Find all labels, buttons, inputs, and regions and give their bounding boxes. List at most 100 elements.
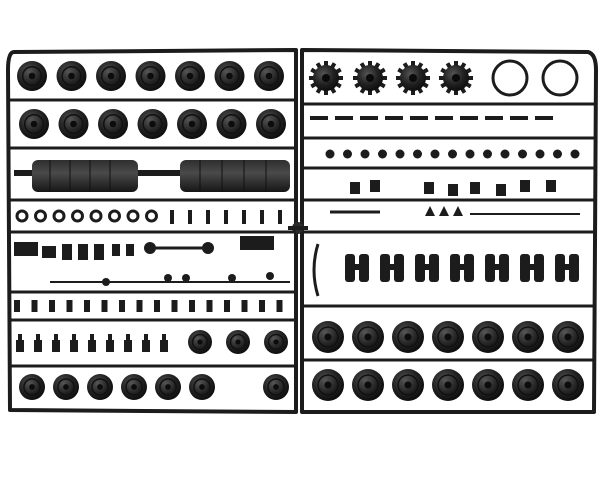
road-wheel <box>226 330 250 354</box>
plate-part <box>240 236 274 250</box>
small-part <box>453 206 463 216</box>
road-wheel <box>121 374 147 400</box>
small-post <box>170 210 174 224</box>
road-wheel <box>19 109 49 139</box>
bracket <box>94 244 104 260</box>
small-bolt <box>343 149 352 159</box>
small-part <box>241 300 248 312</box>
small-bolt <box>465 149 475 159</box>
road-wheel <box>512 321 544 353</box>
link-part <box>335 116 353 120</box>
suspension-arm <box>380 254 404 282</box>
track-tool <box>106 334 114 352</box>
sprocket <box>439 61 473 95</box>
track-tool <box>142 334 150 352</box>
road-wheel <box>472 369 504 401</box>
road-wheel <box>58 109 89 139</box>
road-wheel <box>214 61 245 91</box>
sprocket-wheels <box>309 61 473 95</box>
small-ring <box>52 209 66 223</box>
link-part <box>385 116 403 120</box>
road-wheel <box>216 109 247 139</box>
small-part <box>370 180 380 192</box>
small-part <box>520 180 530 192</box>
road-wheel <box>177 109 207 139</box>
link-part <box>435 116 453 120</box>
small-bolt <box>535 149 545 159</box>
small-bolt <box>518 149 527 159</box>
small-bolt <box>325 149 335 159</box>
small-part <box>101 300 108 312</box>
road-wheel <box>432 321 464 353</box>
track-rings <box>491 59 579 97</box>
road-wheel <box>392 321 424 353</box>
small-part <box>206 300 213 312</box>
road-wheel <box>19 374 45 400</box>
bracket <box>126 244 134 256</box>
road-wheels-left-bottom <box>19 330 289 400</box>
road-wheel <box>155 374 181 400</box>
left-runners <box>10 98 296 368</box>
small-part <box>154 300 160 312</box>
road-wheel <box>189 374 215 400</box>
road-wheel <box>552 369 584 401</box>
small-part <box>224 300 230 312</box>
road-wheel <box>392 369 424 401</box>
road-wheel <box>17 61 47 91</box>
curved-runner <box>312 243 320 297</box>
road-wheel <box>53 374 79 400</box>
small-part <box>496 184 506 196</box>
suspension-arm <box>415 254 439 282</box>
small-post <box>206 210 210 224</box>
small-part <box>439 206 449 216</box>
small-part <box>259 300 265 312</box>
small-bolt <box>430 149 440 159</box>
small-ring <box>15 209 29 223</box>
drum-parts <box>14 160 290 192</box>
road-wheel <box>472 321 504 353</box>
road-wheel <box>352 321 384 353</box>
road-wheel <box>175 61 205 91</box>
small-post <box>188 210 192 224</box>
small-post <box>224 210 228 224</box>
small-part <box>136 300 143 312</box>
road-wheel <box>312 321 344 353</box>
small-knob <box>164 274 172 282</box>
small-bolt <box>413 149 422 159</box>
road-wheel <box>56 61 87 91</box>
road-wheel <box>263 374 289 400</box>
small-part <box>49 300 55 312</box>
road-wheels-right <box>312 321 584 401</box>
road-wheel <box>312 369 344 401</box>
small-part <box>470 182 480 194</box>
small-part <box>84 300 90 312</box>
small-part <box>14 300 20 312</box>
small-part <box>31 300 38 312</box>
small-bolt <box>448 149 457 159</box>
track-tool <box>16 334 24 352</box>
small-part <box>171 300 178 312</box>
small-post <box>260 210 264 224</box>
right-runners <box>302 102 594 362</box>
track-tool <box>160 334 168 352</box>
small-ring <box>108 209 121 223</box>
small-part <box>66 300 73 312</box>
suspension-arm <box>450 254 474 282</box>
track-tool <box>52 334 60 352</box>
road-wheel <box>87 374 113 400</box>
small-post <box>278 210 282 224</box>
suspension-arm <box>520 254 544 282</box>
suspension-arm <box>555 254 579 282</box>
link-part <box>510 116 528 120</box>
small-ring <box>126 209 140 223</box>
road-wheel <box>256 109 286 139</box>
bracket <box>62 244 72 260</box>
small-part <box>425 206 435 216</box>
link-part <box>310 116 328 120</box>
small-part <box>350 182 360 194</box>
bracket <box>78 244 88 260</box>
small-bolt <box>483 149 492 159</box>
link-part <box>535 116 553 120</box>
